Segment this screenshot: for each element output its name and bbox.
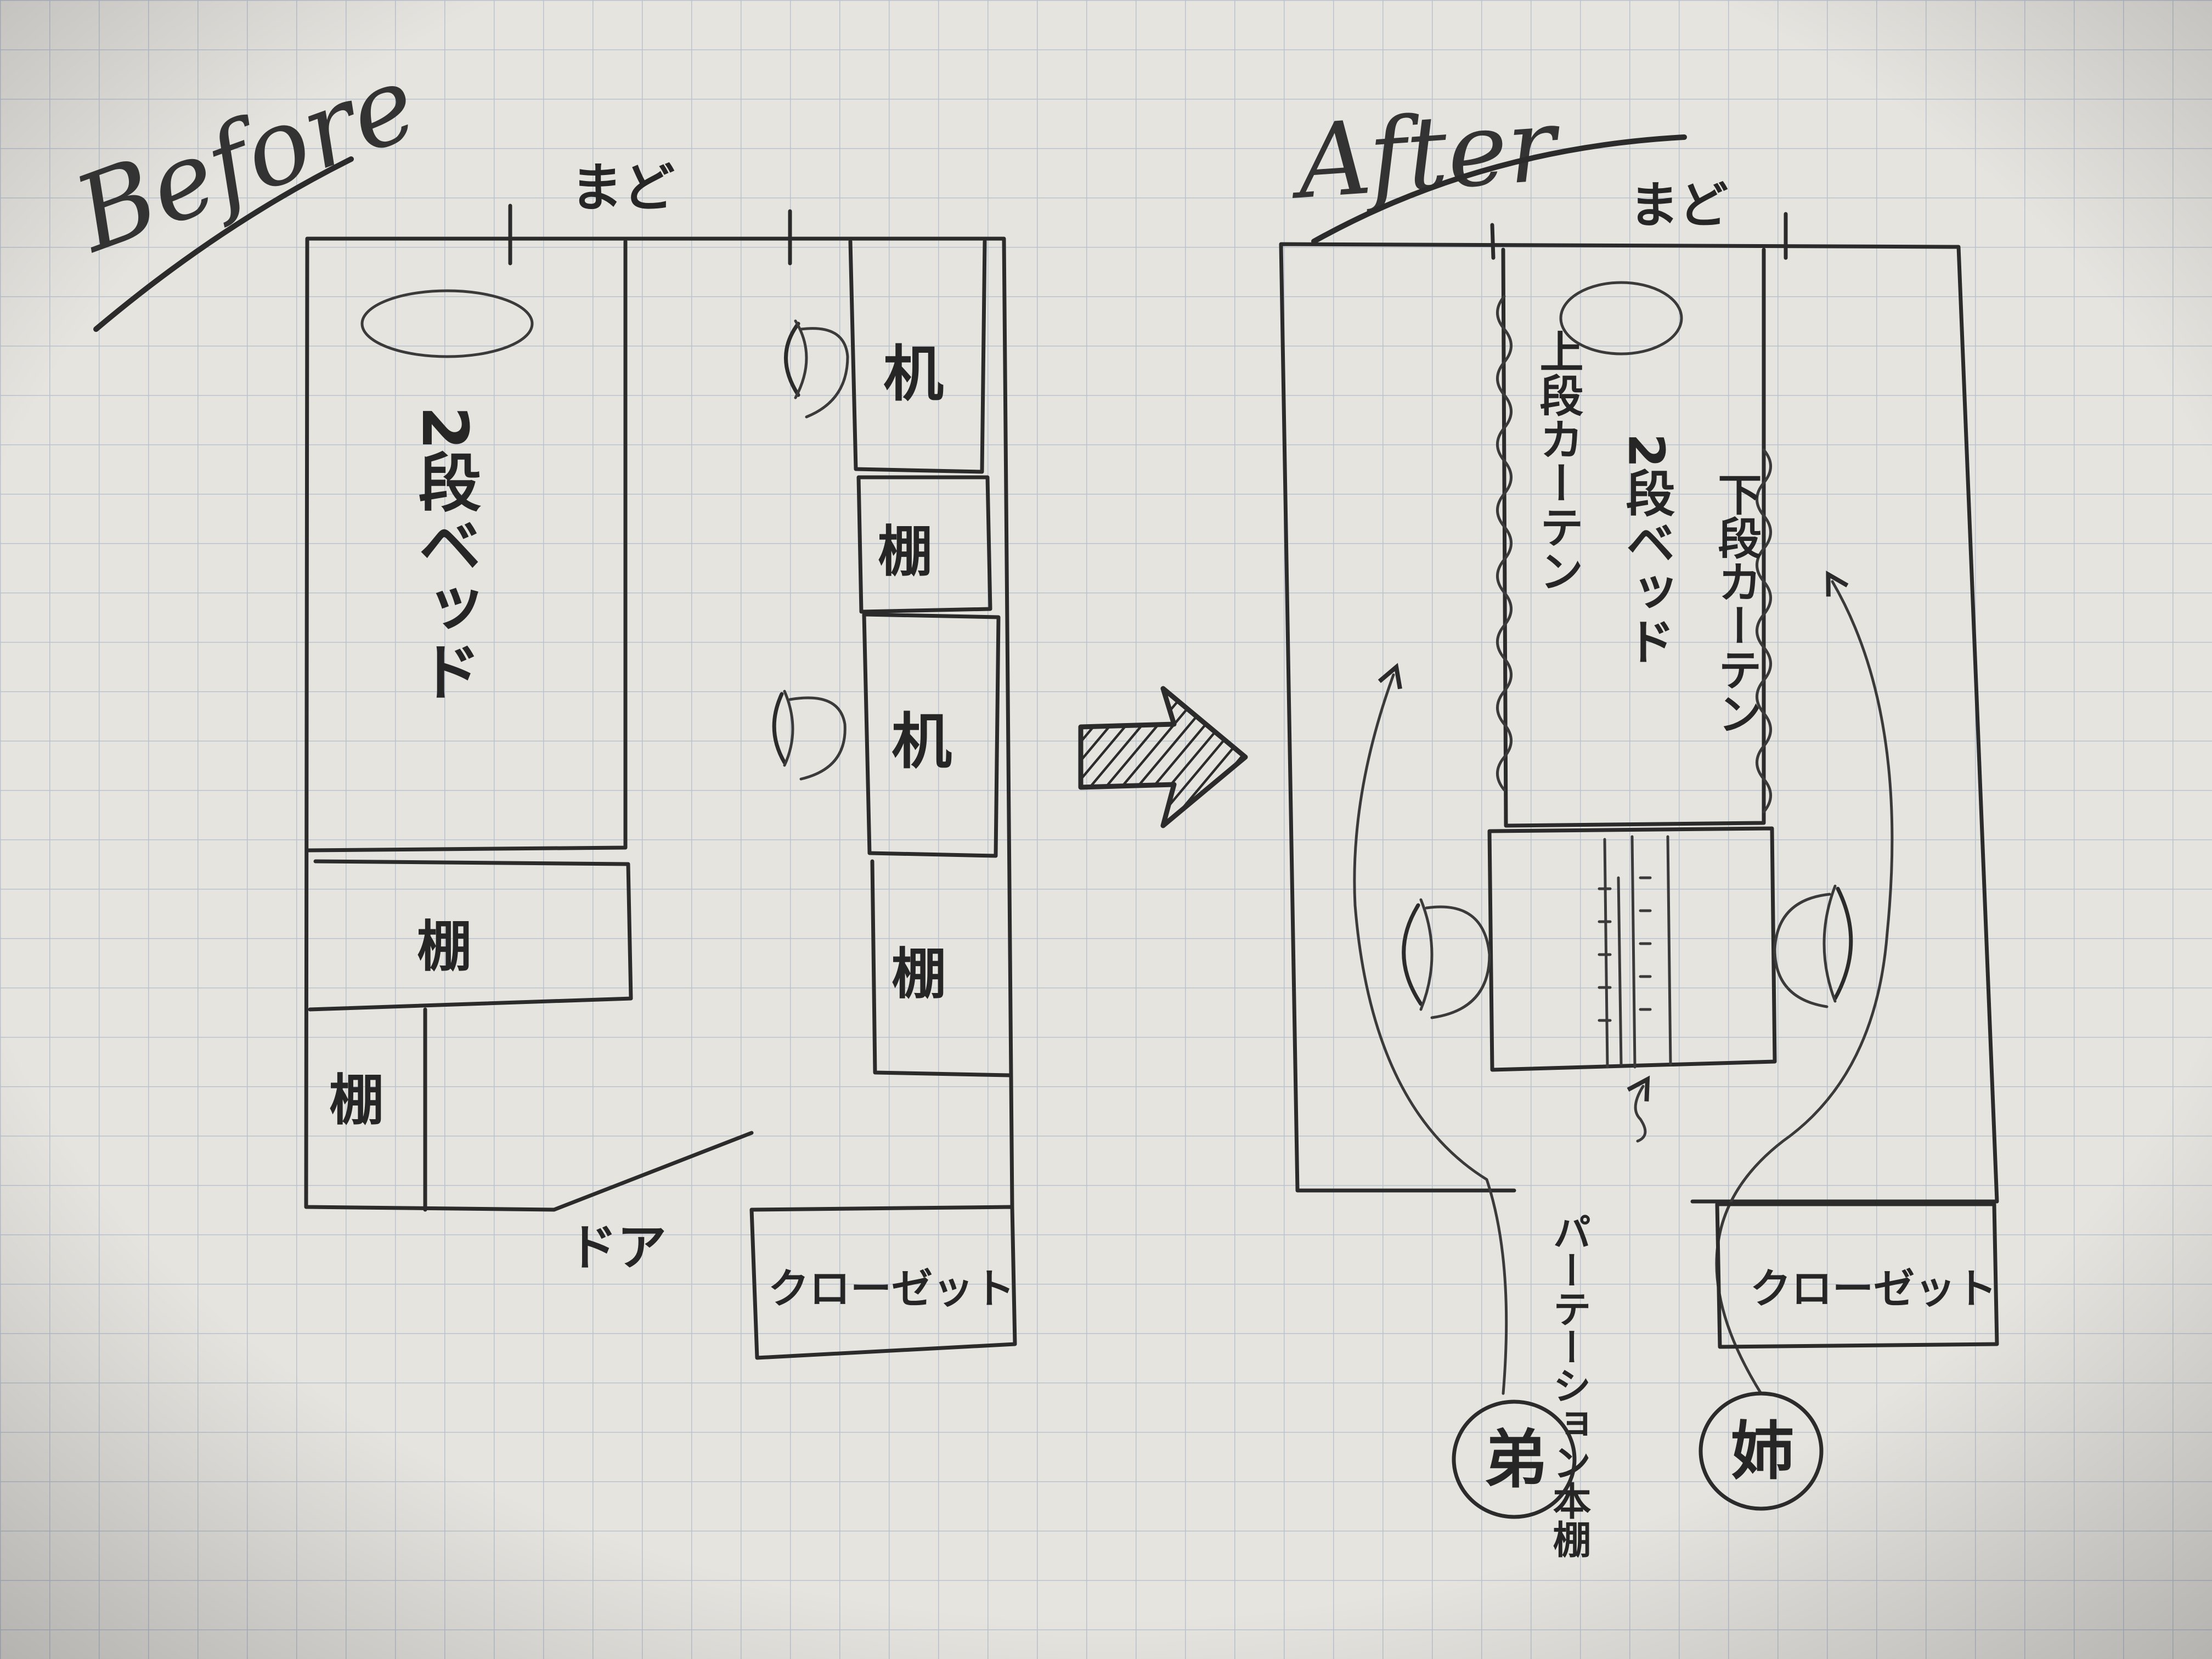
after-window-label: まど [1629,177,1728,234]
path-arrow-icon [1353,663,1508,1395]
before-closet-label: クローゼット [768,1265,1015,1313]
before-window-label: まど [571,158,675,218]
partition-pointer-arrow [1627,1075,1650,1143]
before-desk-2-outline [862,612,1001,858]
after-closet-label: クローゼット [1750,1265,1997,1313]
after-heading: After [1285,85,1565,222]
pillow-icon [1559,281,1683,356]
before-shelf-3-outline [856,475,992,614]
before-room-outline [304,236,1014,1212]
after-room-outline [1279,242,1999,1204]
before-shelf-2-label: 棚 [329,1068,384,1132]
partition-shelf-label: パーテーション本棚 [1547,1212,1592,1558]
pillow-icon [360,289,534,358]
before-door-label: ドア [568,1219,667,1277]
partition-shelf-ticks [1598,876,1652,1022]
partition-shelf-outline [1487,826,1777,1072]
lower-curtain-label: 下段カーテン [1711,472,1762,735]
older-sister-label: 姉 [1731,1415,1794,1488]
before-bunk-bed-label: 2段ベッド [408,406,481,702]
after-heading-underline [1311,134,1687,244]
chair-icon [772,690,847,781]
after-bunk-bed-outline [1501,247,1766,828]
chair-icon [1773,884,1853,1008]
before-desk-2-label: 机 [891,707,952,777]
upper-curtain-label: 上段カーテン [1533,329,1584,592]
upper-curtain-wave [1496,295,1513,792]
arrow-right-icon [1078,686,1248,828]
before-shelf-4-outline [870,859,1012,1077]
after-closet-outline [1715,1202,1999,1349]
lower-curtain-wave [1756,448,1772,814]
chair-icon [784,319,849,419]
chair-icon [1402,898,1491,1019]
after-window-tick-left [1490,223,1496,260]
before-closet-outline [749,1205,1017,1360]
before-bunk-bed-outline [305,239,628,853]
before-shelf-1-label: 棚 [417,915,472,979]
older-sister-marker [1699,1391,1824,1511]
before-desk-1-label: 机 [883,339,944,409]
after-bunk-bed-label: 2段ベッド [1617,433,1675,665]
younger-brother-marker [1452,1400,1577,1519]
before-desk-1-outline [848,239,987,474]
before-shelf-4-label: 棚 [891,942,946,1006]
younger-brother-label: 弟 [1484,1423,1547,1497]
after-plan: After まど 上段カーテン 2段ベッド 下段カーテン パーテーション本棚 [1279,85,1999,1558]
before-shelf-3-label: 棚 [878,520,933,584]
before-shelf-1-outline [308,859,633,1012]
before-heading-underline [93,156,354,332]
